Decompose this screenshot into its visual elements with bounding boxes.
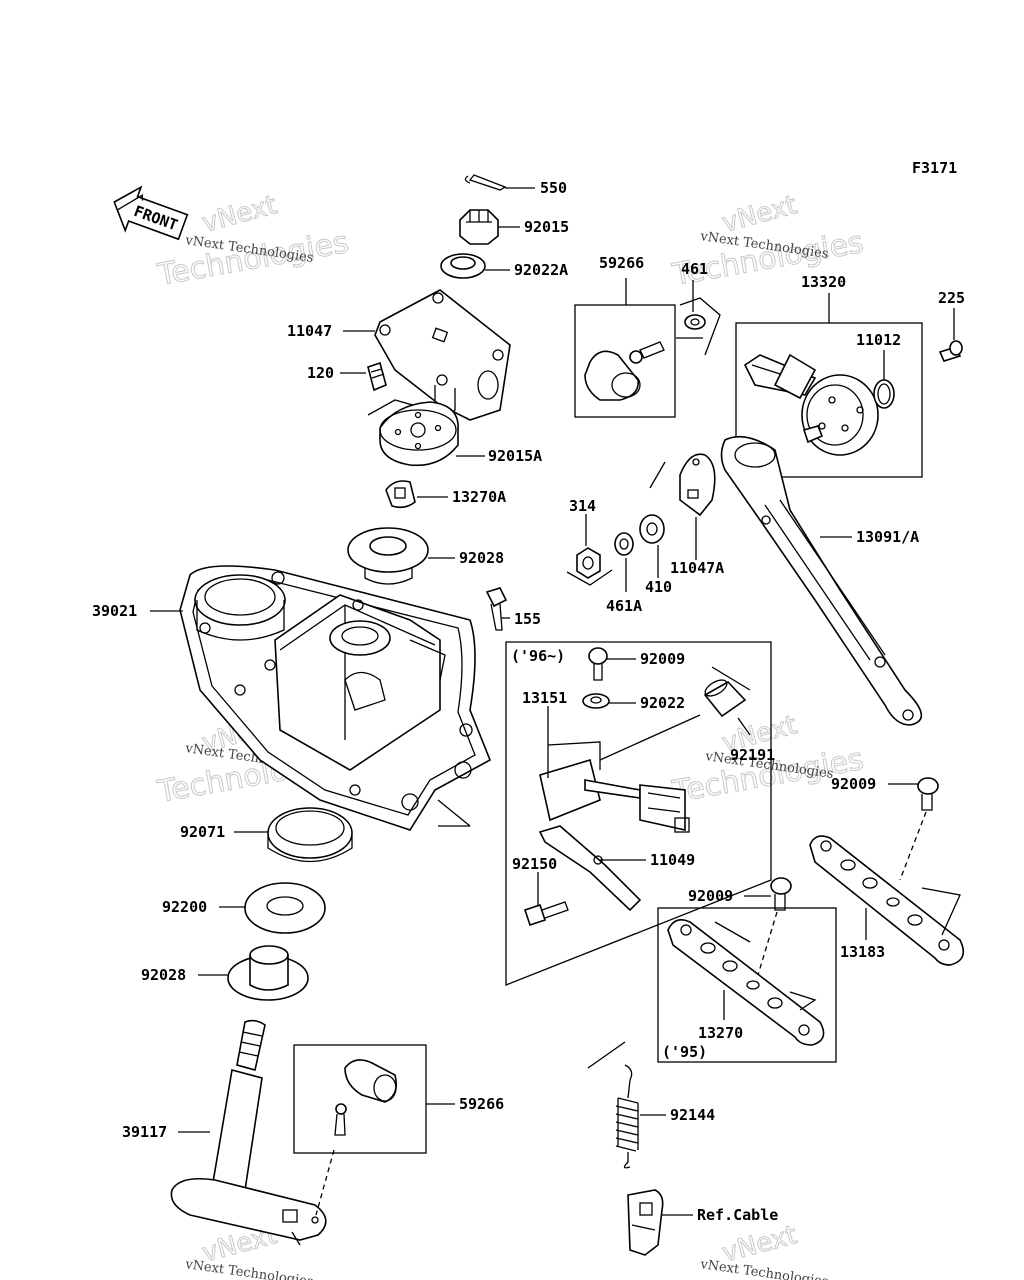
bolt-92009-c <box>770 877 792 911</box>
washer-410 <box>639 514 665 544</box>
plate-92015A <box>379 401 459 467</box>
callout-461A: 461A <box>606 597 642 615</box>
knob-59266-top <box>584 341 665 401</box>
callout-92200: 92200 <box>162 898 207 916</box>
plate-13183 <box>809 835 965 966</box>
bushing-92028-bottom <box>227 945 309 1001</box>
washer-92200 <box>244 882 326 934</box>
callout-92071: 92071 <box>180 823 225 841</box>
bolt-92009-a <box>588 647 608 681</box>
callout-11047A: 11047A <box>670 559 724 577</box>
svg-text:Technologies: Technologies <box>154 225 351 293</box>
svg-text:vNext: vNext <box>199 190 280 239</box>
callout-92009-a: 92009 <box>640 650 685 668</box>
callout-11047: 11047 <box>287 322 332 340</box>
clip-13270A <box>385 480 416 509</box>
callout-13091A: 13091/A <box>856 528 919 546</box>
svg-text:vNext Technologies: vNext Technologies <box>183 1257 314 1280</box>
plate-13270 <box>667 919 825 1046</box>
callout-410: 410 <box>645 578 672 596</box>
lever-assembly-13320 <box>743 353 879 456</box>
plate-11047A <box>679 453 716 517</box>
cable-bracket <box>627 1189 664 1256</box>
callout-59266-bottom: 59266 <box>459 1095 504 1113</box>
seal-92071 <box>267 807 353 863</box>
callout-92022: 92022 <box>640 694 685 712</box>
callout-39021: 39021 <box>92 602 137 620</box>
screw-225 <box>938 340 963 362</box>
callout-92015: 92015 <box>524 218 569 236</box>
callout-225: 225 <box>938 289 965 307</box>
shaft-39117 <box>170 1019 327 1246</box>
callout-92009-c: 92009 <box>688 887 733 905</box>
callout-13270: 13270 <box>698 1024 743 1042</box>
callout-120: 120 <box>307 364 334 382</box>
watermark-top-left: vNext Technologies vNext Technologies <box>154 190 352 294</box>
front-arrow-icon: FRONT <box>113 185 189 241</box>
nut-314 <box>576 547 601 579</box>
svg-text:vNext Technologies: vNext Technologies <box>698 1257 829 1280</box>
callout-314: 314 <box>569 497 596 515</box>
callout-92022A: 92022A <box>514 261 568 279</box>
callout-11049: 11049 <box>650 851 695 869</box>
box-59266-bottom <box>293 1044 427 1154</box>
callout-11012: 11012 <box>856 331 901 349</box>
note-96-onwards: ('96~) <box>511 647 565 665</box>
callout-59266-top: 59266 <box>599 254 644 272</box>
ring-11012 <box>873 379 895 409</box>
callout-13270A: 13270A <box>452 488 506 506</box>
ref-cable-label: Ref.Cable <box>697 1206 778 1224</box>
callout-13151: 13151 <box>522 689 567 707</box>
callout-13183: 13183 <box>840 943 885 961</box>
callout-13320: 13320 <box>801 273 846 291</box>
note-95: ('95) <box>662 1043 707 1061</box>
lock-washer-461A <box>614 532 634 556</box>
callout-92150: 92150 <box>512 855 557 873</box>
housing-39021 <box>179 565 492 831</box>
switch-13151 <box>539 741 690 833</box>
box-96-onwards <box>505 641 772 986</box>
lock-washer-461 <box>684 314 706 330</box>
spring-92144 <box>615 1064 639 1169</box>
callout-92191: 92191 <box>730 746 775 764</box>
washer-92022 <box>582 693 610 709</box>
callout-461: 461 <box>681 260 708 278</box>
bolt-120 <box>367 361 387 392</box>
callout-155: 155 <box>514 610 541 628</box>
bushing-92028-top <box>347 527 429 585</box>
callout-92015A: 92015A <box>488 447 542 465</box>
callout-92028-top: 92028 <box>459 549 504 567</box>
bolt-155 <box>485 587 508 631</box>
bolt-92009-b <box>917 777 939 811</box>
castle-nut-92015 <box>459 209 499 245</box>
washer-92022A <box>440 253 486 279</box>
figure-id: F3171 <box>912 159 957 177</box>
box-59266-top <box>574 304 676 418</box>
callout-39117: 39117 <box>122 1123 167 1141</box>
collar-92191 <box>703 679 747 718</box>
cotter-pin-550 <box>464 174 507 191</box>
box-95 <box>657 907 837 1063</box>
svg-text:vNext: vNext <box>719 190 800 239</box>
callout-92144: 92144 <box>670 1106 715 1124</box>
bolt-92150 <box>523 901 569 927</box>
callout-550: 550 <box>540 179 567 197</box>
callout-92028-bottom: 92028 <box>141 966 186 984</box>
callout-92009-b: 92009 <box>831 775 876 793</box>
knob-59266-bottom <box>334 1059 398 1136</box>
watermark-bottom-right: vNext vNext Technologies <box>698 1220 829 1280</box>
lever-arm-13091A <box>720 435 923 726</box>
